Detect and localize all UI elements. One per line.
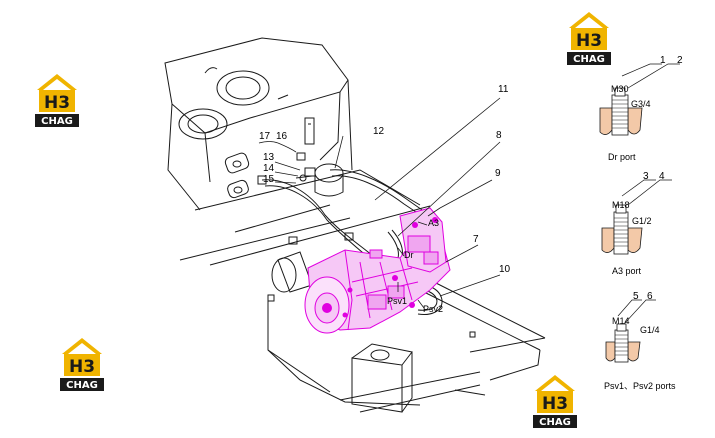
logo-name: CHAG [66,380,98,391]
psv-thread-size: G1/4 [640,325,660,335]
brand-logo: H3 CHAG [567,12,611,65]
port-a3-label: A3 [428,218,439,228]
callout-6: 6 [647,291,653,302]
logo-name: CHAG [41,116,73,127]
logo-mark: H3 [576,31,602,51]
hydraulic-tank [164,37,353,211]
a3-thread-size: G1/2 [632,216,652,226]
callout-15: 15 [263,174,275,185]
a3-port-detail: 3 4 M18 G1/2 A3 port [601,171,672,276]
suction-cylinder [271,251,313,293]
callout-17: 17 [259,131,271,142]
callout-3: 3 [643,171,649,182]
dr-bolt-size: M30 [611,84,629,94]
logo-name: CHAG [573,54,605,65]
a3-bolt-size: M18 [612,200,630,210]
dr-thread-size: G3/4 [631,99,651,109]
logo-mark: H3 [44,93,70,113]
callout-11: 11 [498,84,509,95]
psv-bolt-size: M14 [612,316,630,326]
port-psv1-label: Psv1 [387,296,407,306]
brand-logo: H3 CHAG [60,338,104,391]
port-dr-label: Dr [404,250,414,260]
psv-port-caption: Psv1、Psv2 ports [604,381,676,391]
a3-port-caption: A3 port [612,266,642,276]
logo-mark: H3 [69,357,95,377]
callout-9: 9 [495,168,501,179]
port-psv2-label: Psv2 [423,304,443,314]
callout-7: 7 [473,234,479,245]
brand-logo: H3 CHAG [35,74,79,127]
dr-port-caption: Dr port [608,152,636,162]
callout-16: 16 [276,131,288,142]
callout-1: 1 [660,55,666,66]
callout-4: 4 [659,171,665,182]
brand-logo: H3 CHAG [533,375,577,428]
leader-lines [258,97,501,309]
valve-block [257,163,344,197]
callout-8: 8 [496,130,502,141]
machine-frame [179,152,546,413]
callout-14: 14 [263,163,275,174]
callout-10: 10 [499,264,511,275]
callout-13: 13 [263,152,275,163]
logo-mark: H3 [542,394,568,414]
logo-name: CHAG [539,417,571,428]
callout-5: 5 [633,291,639,302]
callout-12: 12 [373,126,385,137]
callout-2: 2 [677,55,683,66]
dr-port-detail: 1 2 M30 G3/4 Dr port [599,55,683,162]
psv-port-detail: 5 6 M14 G1/4 Psv1、Psv2 ports [604,291,676,391]
